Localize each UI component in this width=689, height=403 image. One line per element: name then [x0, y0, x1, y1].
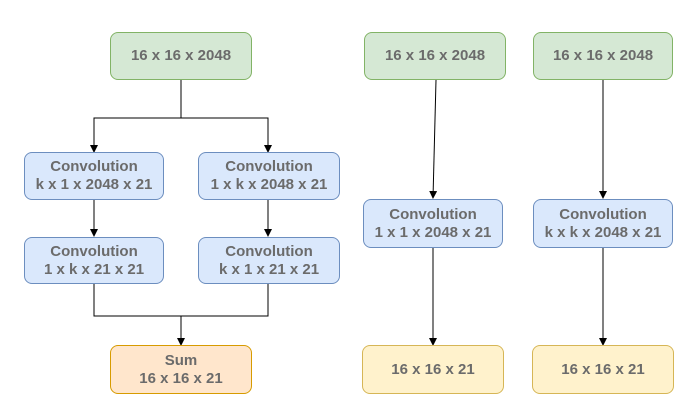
left-conv-b1-node: Convolution 1 x k x 2048 x 21 [198, 152, 340, 200]
right-input-node: 16 x 16 x 2048 [533, 32, 673, 80]
left-conv-a1-shape: k x 1 x 2048 x 21 [35, 176, 153, 193]
middle-output-node: 16 x 16 x 21 [362, 345, 504, 394]
left-conv-a1-title: Convolution [50, 158, 138, 175]
middle-conv-shape: 1 x 1 x 2048 x 21 [374, 223, 492, 241]
right-input-label: 16 x 16 x 2048 [552, 47, 654, 64]
middle-output-label: 16 x 16 x 21 [391, 360, 475, 378]
left-sum-shape: 16 x 16 x 21 [139, 369, 223, 387]
edge-middle-input-to-conv [429, 79, 438, 199]
edge-conv-b2-merge [181, 284, 269, 317]
left-conv-a2-shape: 1 x k x 21 x 21 [43, 260, 145, 278]
middle-conv-node: Convolution 1 x 1 x 2048 x 21 [363, 199, 503, 248]
left-conv-a1-node: Convolution k x 1 x 2048 x 21 [24, 152, 164, 200]
edge-split-to-conv-a1 [90, 117, 181, 153]
right-output-label: 16 x 16 x 21 [561, 360, 645, 378]
edge-split-to-conv-b1 [181, 117, 272, 153]
right-conv-title: Convolution [559, 205, 647, 223]
right-conv-shape: k x k x 2048 x 21 [544, 223, 662, 241]
left-sum-node: Sum 16 x 16 x 21 [110, 345, 252, 394]
middle-input-node: 16 x 16 x 2048 [364, 32, 506, 80]
left-conv-b2-title: Convolution [225, 242, 313, 260]
left-conv-a2-node: Convolution 1 x k x 21 x 21 [24, 237, 164, 284]
right-output-node: 16 x 16 x 21 [532, 345, 674, 394]
left-input-label: 16 x 16 x 2048 [130, 47, 232, 64]
left-conv-b2-shape: k x 1 x 21 x 21 [218, 260, 320, 278]
middle-conv-title: Convolution [389, 205, 477, 223]
left-input-node: 16 x 16 x 2048 [110, 32, 252, 80]
middle-input-label: 16 x 16 x 2048 [384, 47, 486, 64]
right-conv-node: Convolution k x k x 2048 x 21 [533, 199, 673, 248]
left-conv-b1-shape: 1 x k x 2048 x 21 [210, 176, 328, 193]
left-conv-a2-title: Convolution [50, 242, 138, 260]
left-conv-b1-title: Convolution [225, 158, 313, 175]
edge-conv-a2-merge [93, 284, 181, 317]
left-conv-b2-node: Convolution k x 1 x 21 x 21 [198, 237, 340, 284]
left-sum-title: Sum [164, 351, 198, 369]
